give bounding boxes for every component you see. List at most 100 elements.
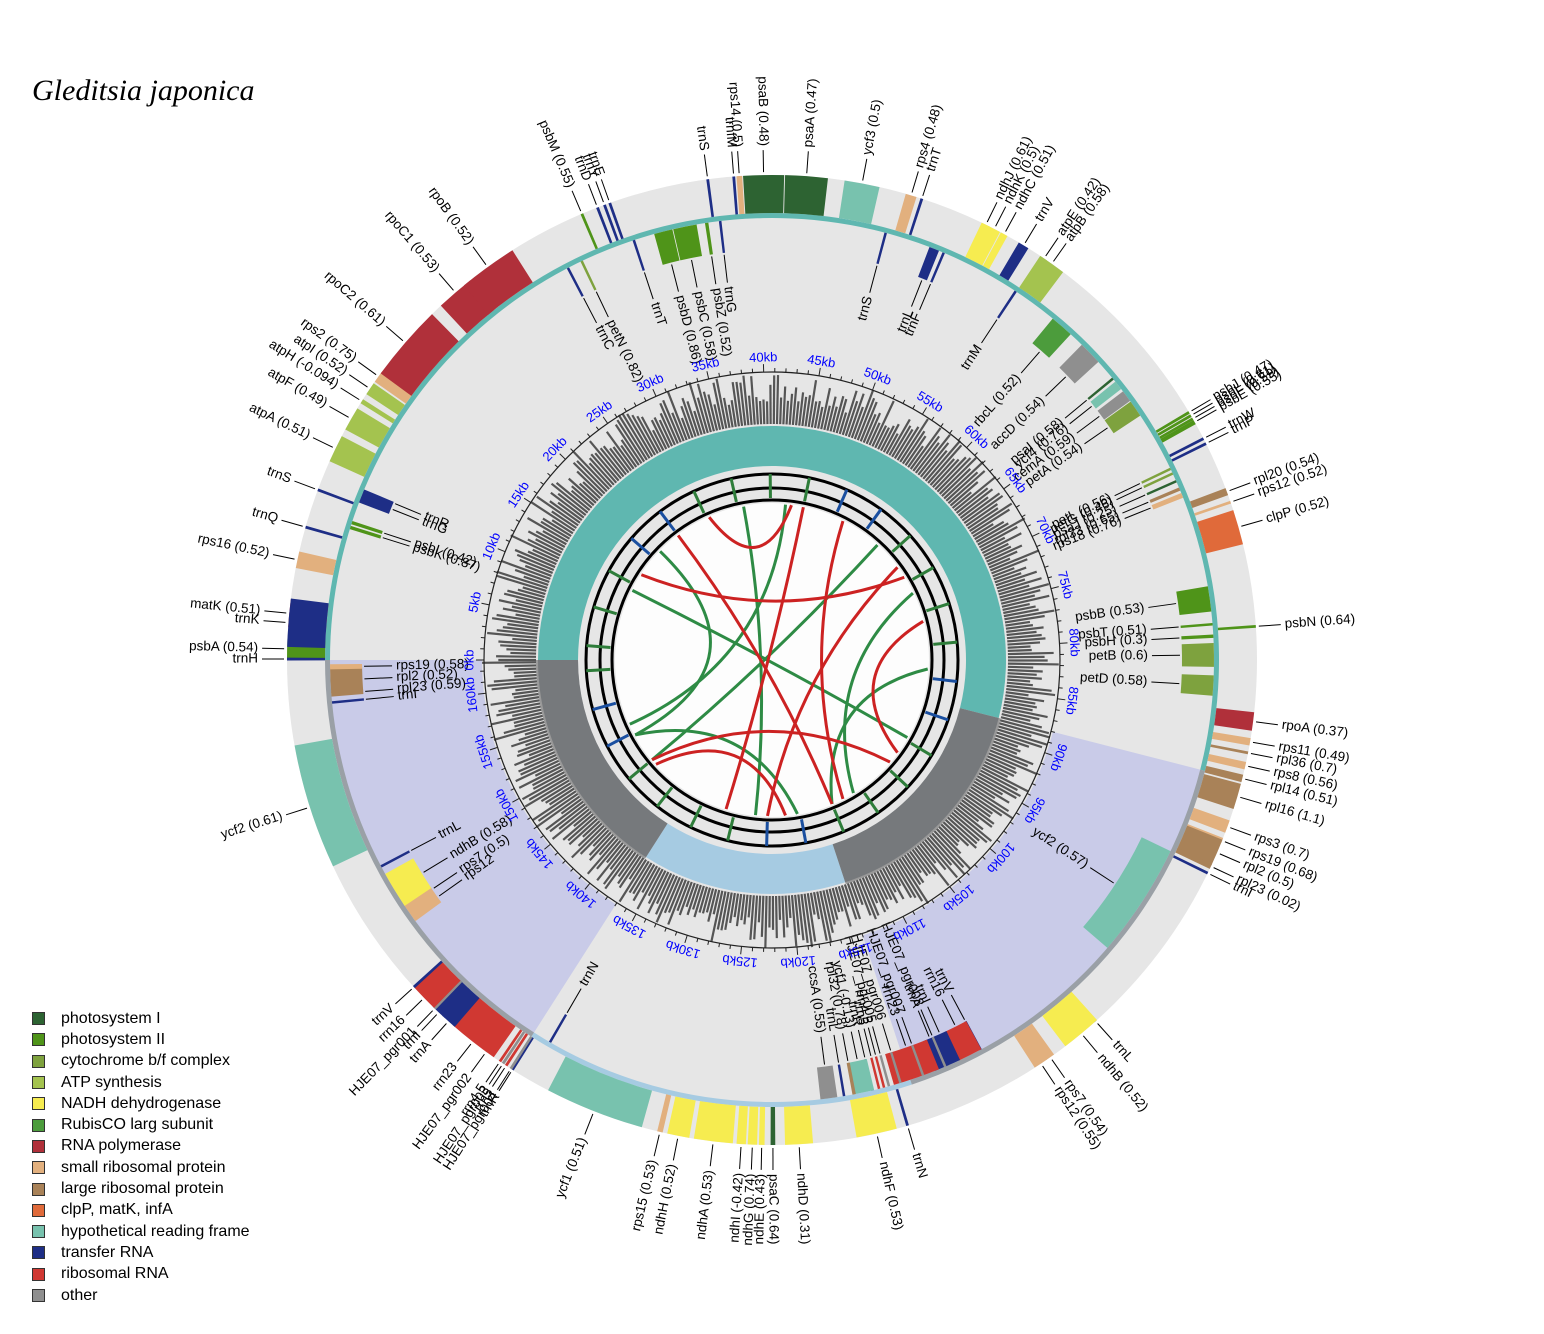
scale-tick — [1047, 576, 1053, 579]
ir-sector-ira — [327, 660, 616, 1035]
gene-leader — [1076, 415, 1100, 434]
gc-bar — [798, 392, 805, 426]
gc-bar — [620, 444, 638, 468]
scale-tick — [505, 778, 510, 781]
gc-bar — [628, 857, 645, 880]
gc-bar — [949, 814, 980, 842]
gc-bar — [1005, 691, 1029, 697]
gene-leader — [1045, 237, 1059, 257]
gene-label: atpA (0.51) — [247, 400, 313, 442]
gene-label: clpP (0.52) — [1264, 493, 1331, 525]
scale-tick — [818, 367, 821, 376]
gc-bar — [853, 390, 874, 440]
gc-bar — [568, 477, 597, 504]
gc-bar — [843, 884, 858, 920]
scale-tick — [996, 477, 1001, 481]
gc-bar — [873, 872, 889, 900]
legend-label: other — [61, 1286, 98, 1304]
gc-bar — [928, 834, 966, 875]
gc-bar — [1000, 594, 1036, 605]
gc-bar — [707, 889, 718, 922]
gene-label: psaA (0.47) — [800, 78, 820, 148]
region-ring-ssc — [646, 823, 846, 894]
gene-label: petB (0.6) — [1089, 647, 1148, 663]
gc-bar — [528, 745, 553, 757]
gene-leader — [911, 171, 919, 193]
scale-tick — [554, 852, 559, 856]
gene-leader — [600, 179, 610, 201]
legend-item: RNA polymerase — [32, 1136, 250, 1157]
gc-bar — [631, 414, 657, 456]
gc-bar — [942, 821, 970, 847]
scale-tick — [664, 927, 667, 932]
gc-bar — [999, 719, 1050, 735]
gene-leader — [492, 1067, 505, 1087]
gene-leader — [272, 554, 295, 560]
gc-bar — [914, 442, 940, 474]
gc-bar — [774, 895, 778, 939]
gc-bar — [758, 401, 763, 425]
gc-bar — [604, 850, 634, 890]
scale-label: 40kb — [749, 349, 778, 365]
gc-bar — [940, 823, 960, 843]
gc-bar — [612, 446, 632, 472]
gene-block — [849, 1091, 897, 1138]
gc-bar — [557, 492, 587, 516]
gene-block — [999, 242, 1029, 281]
scale-tick — [818, 944, 821, 949]
gc-bar — [609, 846, 629, 871]
gc-bar — [560, 798, 582, 815]
gc-bar — [779, 397, 783, 425]
legend-swatch — [32, 1097, 45, 1111]
gc-bar — [701, 887, 712, 914]
repeat-marker — [910, 741, 933, 757]
legend-item: RubisCO larg subunit — [32, 1114, 250, 1135]
gc-bar — [496, 613, 540, 624]
scale-tick — [1003, 830, 1008, 834]
gene-leader — [1042, 1065, 1056, 1085]
repeat-marker — [925, 602, 950, 613]
gc-bar — [893, 861, 917, 899]
gc-bar — [864, 876, 879, 904]
gc-bar — [817, 406, 824, 429]
gc-bar — [680, 417, 691, 440]
gene-block — [380, 850, 410, 868]
palindromic-repeat-arc — [871, 620, 924, 754]
gc-bar — [500, 644, 537, 649]
gc-bar — [621, 413, 651, 459]
gene-leader — [385, 325, 404, 342]
gc-bar — [932, 458, 960, 489]
gene-label: rps19 (0.58) — [396, 656, 469, 672]
gene-block — [1155, 411, 1190, 433]
gc-bar — [535, 530, 566, 548]
gc-bar — [513, 714, 543, 724]
gc-bar — [753, 895, 759, 940]
gene-block — [1172, 855, 1209, 875]
gc-bar — [502, 626, 538, 633]
gc-bar — [899, 418, 929, 463]
gene-label: ndhF (0.53) — [877, 1160, 907, 1231]
repeat-marker — [658, 510, 676, 532]
gc-bar — [618, 855, 642, 889]
gene-block — [895, 193, 917, 234]
scale-tick — [1050, 586, 1059, 590]
gene-label: rrn5 — [851, 999, 871, 1026]
gc-bar — [987, 755, 1017, 770]
gene-block — [667, 1096, 696, 1138]
gene-block — [1143, 472, 1174, 489]
repeat-marker — [803, 477, 811, 502]
gene-block — [933, 1031, 961, 1067]
gc-bar — [616, 419, 646, 463]
palindromic-repeat-arc — [820, 520, 845, 800]
gc-bar — [989, 749, 1029, 768]
gc-bar — [502, 607, 541, 617]
scale-tick — [559, 453, 566, 460]
gc-bar — [988, 752, 1038, 776]
scale-tick — [623, 908, 627, 913]
gc-bar — [806, 893, 817, 942]
gc-bar — [1007, 675, 1042, 680]
scale-tick — [584, 882, 591, 890]
gc-bar — [514, 717, 544, 728]
scale-tick — [982, 460, 986, 464]
gc-bar — [582, 820, 601, 838]
